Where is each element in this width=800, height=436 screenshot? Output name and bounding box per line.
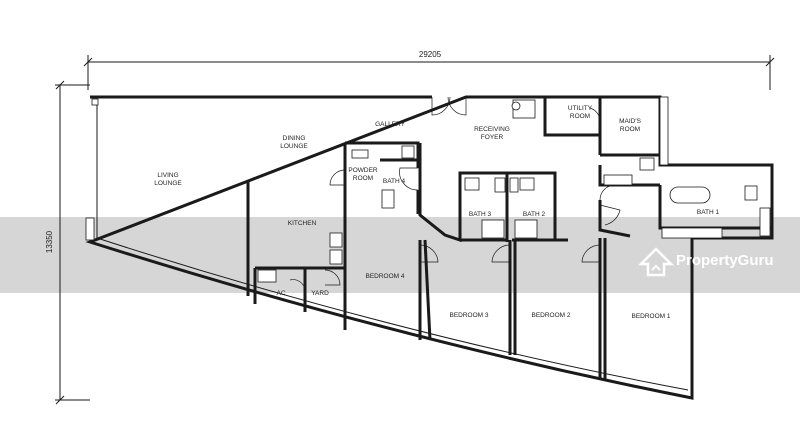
watermark-logo: PropertyGuru (637, 247, 774, 277)
ac-unit-icon (257, 269, 277, 283)
powder-room-label-line1: POWDER (348, 167, 378, 174)
bath-4-label: BATH 4 (383, 178, 406, 185)
doors (289, 96, 621, 291)
yard-label: YARD (311, 290, 329, 297)
propertyguru-logo-icon (637, 247, 675, 277)
bath-2-label: BATH 2 (523, 211, 546, 218)
vanity-icon (661, 227, 723, 239)
maids-room-label-line2: ROOM (620, 126, 640, 133)
ac-label: AC (276, 290, 285, 297)
bath-1-label: BATH 1 (697, 209, 720, 216)
powder-room-label-line2: ROOM (353, 175, 373, 182)
kitchen-sink-icon (329, 232, 343, 248)
gallery-label: GALLERY (375, 121, 406, 128)
bedroom-4-label: BEDROOM 4 (365, 273, 404, 280)
fixtures (257, 96, 771, 283)
outer-walls (85, 95, 774, 400)
living-lounge-label-line2: LOUNGE (154, 180, 182, 187)
room-labels: LIVING LOUNGE DINING LOUNGE GALLERY RECE… (154, 105, 719, 320)
utility-room-label-line2: ROOM (570, 113, 590, 120)
maid-toilet-icon (639, 157, 655, 171)
dining-lounge-label-line2: LOUNGE (280, 143, 308, 150)
utility-room-label-line1: UTILITY (568, 105, 593, 112)
bath2-toilet-icon (519, 177, 535, 191)
bedroom-1-label: BEDROOM 1 (631, 313, 670, 320)
receiving-foyer-label-line2: FOYER (481, 134, 504, 141)
bathtub-icon (669, 186, 711, 204)
receiving-foyer-label-line1: RECEIVING (474, 126, 510, 133)
powder-sink-icon (351, 149, 369, 159)
bath1-toilet-icon (744, 185, 758, 201)
watermark-text: PropertyGuru (676, 252, 774, 269)
bath3-toilet-icon (464, 177, 480, 191)
dining-lounge-label-line1: DINING (283, 135, 306, 142)
height-dimension-text: 13350 (45, 230, 54, 253)
interior-walls (246, 97, 772, 380)
bedroom-2-label: BEDROOM 2 (531, 312, 570, 319)
width-dimension-text: 29205 (419, 50, 442, 59)
bath4-toilet-icon (401, 145, 415, 159)
maids-room-label-line1: MAID'S (619, 118, 641, 125)
bath-3-label: BATH 3 (469, 211, 492, 218)
height-dimension: 13350 (45, 80, 90, 405)
living-lounge-label-line1: LIVING (157, 172, 178, 179)
bedroom-3-label: BEDROOM 3 (449, 312, 488, 319)
kitchen-label: KITCHEN (288, 220, 317, 227)
width-dimension: 29205 (83, 50, 775, 90)
